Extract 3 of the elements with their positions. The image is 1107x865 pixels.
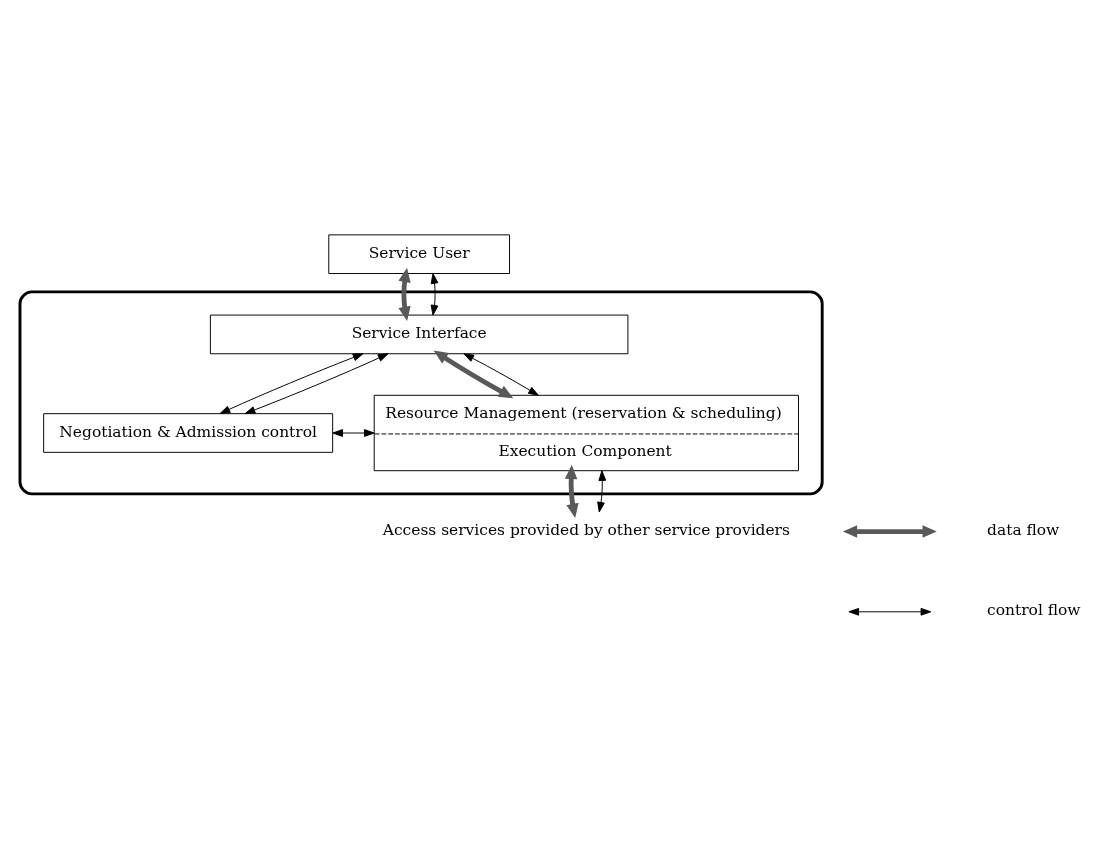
- legend-label: data flow: [987, 520, 1060, 539]
- legend-label: control flow: [987, 600, 1081, 619]
- node-text: Access services provided by other service providers: [382, 520, 790, 539]
